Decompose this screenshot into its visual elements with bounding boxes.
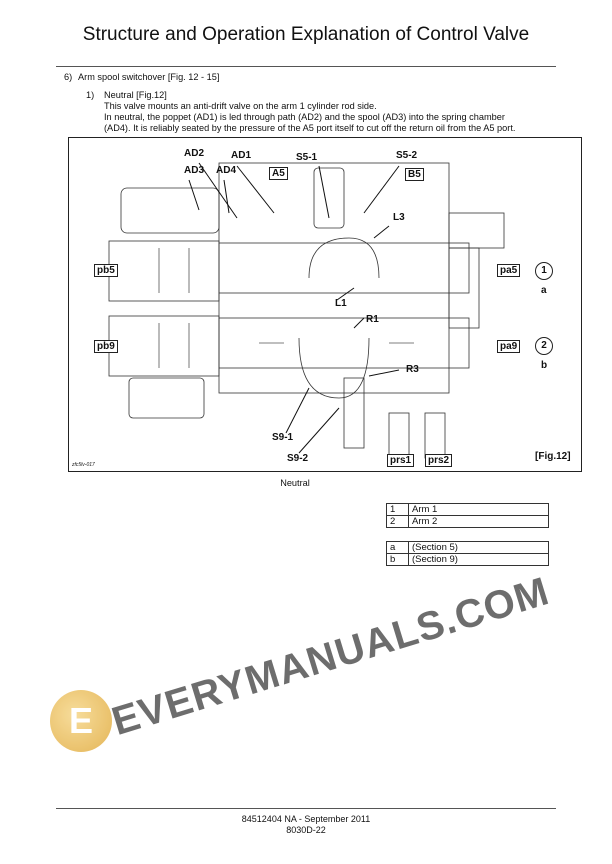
port-pa5: pa5 bbox=[497, 264, 521, 277]
body-line: This valve mounts an anti-drift valve on… bbox=[104, 101, 377, 111]
body-line: (AD4). It is reliably seated by the pres… bbox=[104, 123, 516, 133]
circle-2: 2 bbox=[535, 337, 553, 355]
legend-key: a bbox=[386, 541, 409, 554]
label-s5-2: S5-2 bbox=[396, 150, 418, 161]
label-r3: R3 bbox=[406, 364, 419, 375]
label-s9-1: S9-1 bbox=[272, 432, 294, 443]
port-prs2: prs2 bbox=[425, 454, 453, 467]
label-l3: L3 bbox=[393, 212, 405, 223]
label-l1: L1 bbox=[335, 298, 347, 309]
label-s5-1: S5-1 bbox=[296, 152, 318, 163]
section-number: 6) bbox=[64, 72, 73, 82]
port-b5: B5 bbox=[405, 168, 424, 181]
footer-page-number: 8030D-22 bbox=[286, 825, 326, 835]
header-rule bbox=[56, 66, 556, 67]
section-heading: Arm spool switchover [Fig. 12 - 15] bbox=[78, 72, 220, 82]
subsection-number: 1) bbox=[86, 90, 95, 100]
port-prs1: prs1 bbox=[387, 454, 415, 467]
label-ad2: AD2 bbox=[184, 148, 205, 159]
legend-value: (Section 9) bbox=[408, 553, 549, 566]
page-title: Structure and Operation Explanation of C… bbox=[82, 24, 530, 45]
label-s9-2: S9-2 bbox=[287, 453, 309, 464]
footer-rule bbox=[56, 808, 556, 809]
body-line: In neutral, the poppet (AD1) is led thro… bbox=[104, 112, 505, 122]
label-ad3: AD3 bbox=[184, 165, 205, 176]
label-ad1: AD1 bbox=[231, 150, 252, 161]
valve-drawing bbox=[108, 162, 505, 459]
legend-value: Arm 2 bbox=[408, 515, 549, 528]
subsection-heading: Neutral [Fig.12] bbox=[104, 90, 167, 100]
legend-key: 1 bbox=[386, 503, 409, 516]
table-row: a(Section 5) bbox=[386, 541, 549, 554]
label-b: b bbox=[541, 360, 548, 371]
port-pb9: pb9 bbox=[94, 340, 118, 353]
legend-table-letters: a(Section 5) b(Section 9) bbox=[386, 541, 549, 566]
legend-value: (Section 5) bbox=[408, 541, 549, 554]
watermark-logo: E bbox=[50, 690, 112, 752]
port-pa9: pa9 bbox=[497, 340, 521, 353]
label-a: a bbox=[541, 285, 547, 296]
legend-value: Arm 1 bbox=[408, 503, 549, 516]
label-ad4: AD4 bbox=[216, 165, 237, 176]
table-row: b(Section 9) bbox=[386, 553, 549, 566]
legend-key: b bbox=[386, 553, 409, 566]
watermark-text: EVERYMANUALS.COM bbox=[106, 569, 555, 745]
figure-reference: [Fig.12] bbox=[535, 451, 571, 462]
legend-key: 2 bbox=[386, 515, 409, 528]
figure-caption: Neutral bbox=[280, 478, 310, 488]
label-r1: R1 bbox=[366, 314, 379, 325]
drawing-id: zfc5lv-017 bbox=[72, 462, 95, 468]
valve-figure: AD2 AD1 S5-1 S5-2 AD3 AD4 A5 B5 L3 pb5 p… bbox=[68, 137, 582, 472]
port-a5: A5 bbox=[269, 167, 288, 180]
circle-1: 1 bbox=[535, 262, 553, 280]
port-pb5: pb5 bbox=[94, 264, 118, 277]
footer-doc-id: 84512404 NA - September 2011 bbox=[241, 814, 371, 824]
